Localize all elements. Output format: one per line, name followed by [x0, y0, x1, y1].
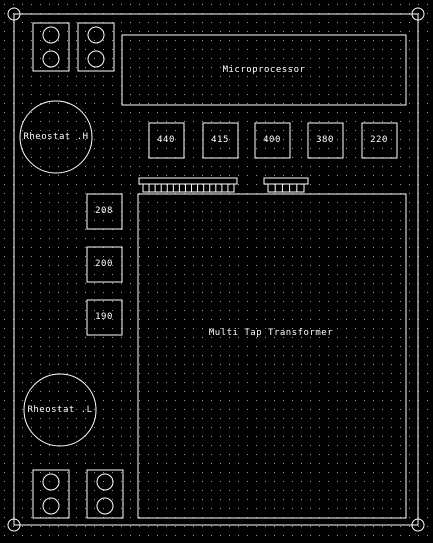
grid-dots — [3, 3, 430, 540]
tap-box-380 — [307, 122, 344, 159]
tap-label-400: 400 — [263, 135, 281, 145]
connector-bottom-2 — [86, 469, 124, 519]
tap-label-415: 415 — [211, 135, 229, 145]
rheostat-low-label: Rheostat .L — [27, 405, 93, 415]
tap-label-440: 440 — [157, 135, 175, 145]
tap-box-200 — [86, 246, 123, 283]
tap-box-220 — [361, 122, 398, 159]
tap-label-220: 220 — [370, 135, 388, 145]
header-strip-left — [138, 177, 238, 193]
tap-box-440 — [148, 122, 185, 159]
rheostat-high-circle — [19, 100, 93, 174]
tap-box-190 — [86, 299, 123, 336]
header-strip-right — [263, 177, 309, 193]
mount-hole-top-right — [411, 7, 425, 21]
tap-box-415 — [202, 122, 239, 159]
connector-bottom-1 — [32, 469, 70, 519]
rheostat-high-label: Rheostat .H — [23, 132, 89, 142]
mount-hole-bottom-left — [7, 518, 21, 532]
transformer-label: Multi Tap Transformer — [208, 328, 334, 338]
connector-top-2 — [77, 22, 115, 72]
tap-label-200: 200 — [95, 259, 113, 269]
tap-label-190: 190 — [95, 312, 113, 322]
microprocessor-block — [121, 34, 407, 106]
rheostat-low-circle — [23, 373, 97, 447]
connector-top-1 — [32, 22, 70, 72]
tap-box-208 — [86, 193, 123, 230]
tap-label-208: 208 — [95, 206, 113, 216]
transformer-block — [137, 193, 407, 519]
board-outline — [13, 13, 419, 526]
mount-hole-top-left — [7, 7, 21, 21]
tap-label-380: 380 — [316, 135, 334, 145]
tap-box-400 — [254, 122, 291, 159]
microprocessor-label: Microprocessor — [222, 65, 306, 75]
mount-hole-bottom-right — [411, 518, 425, 532]
